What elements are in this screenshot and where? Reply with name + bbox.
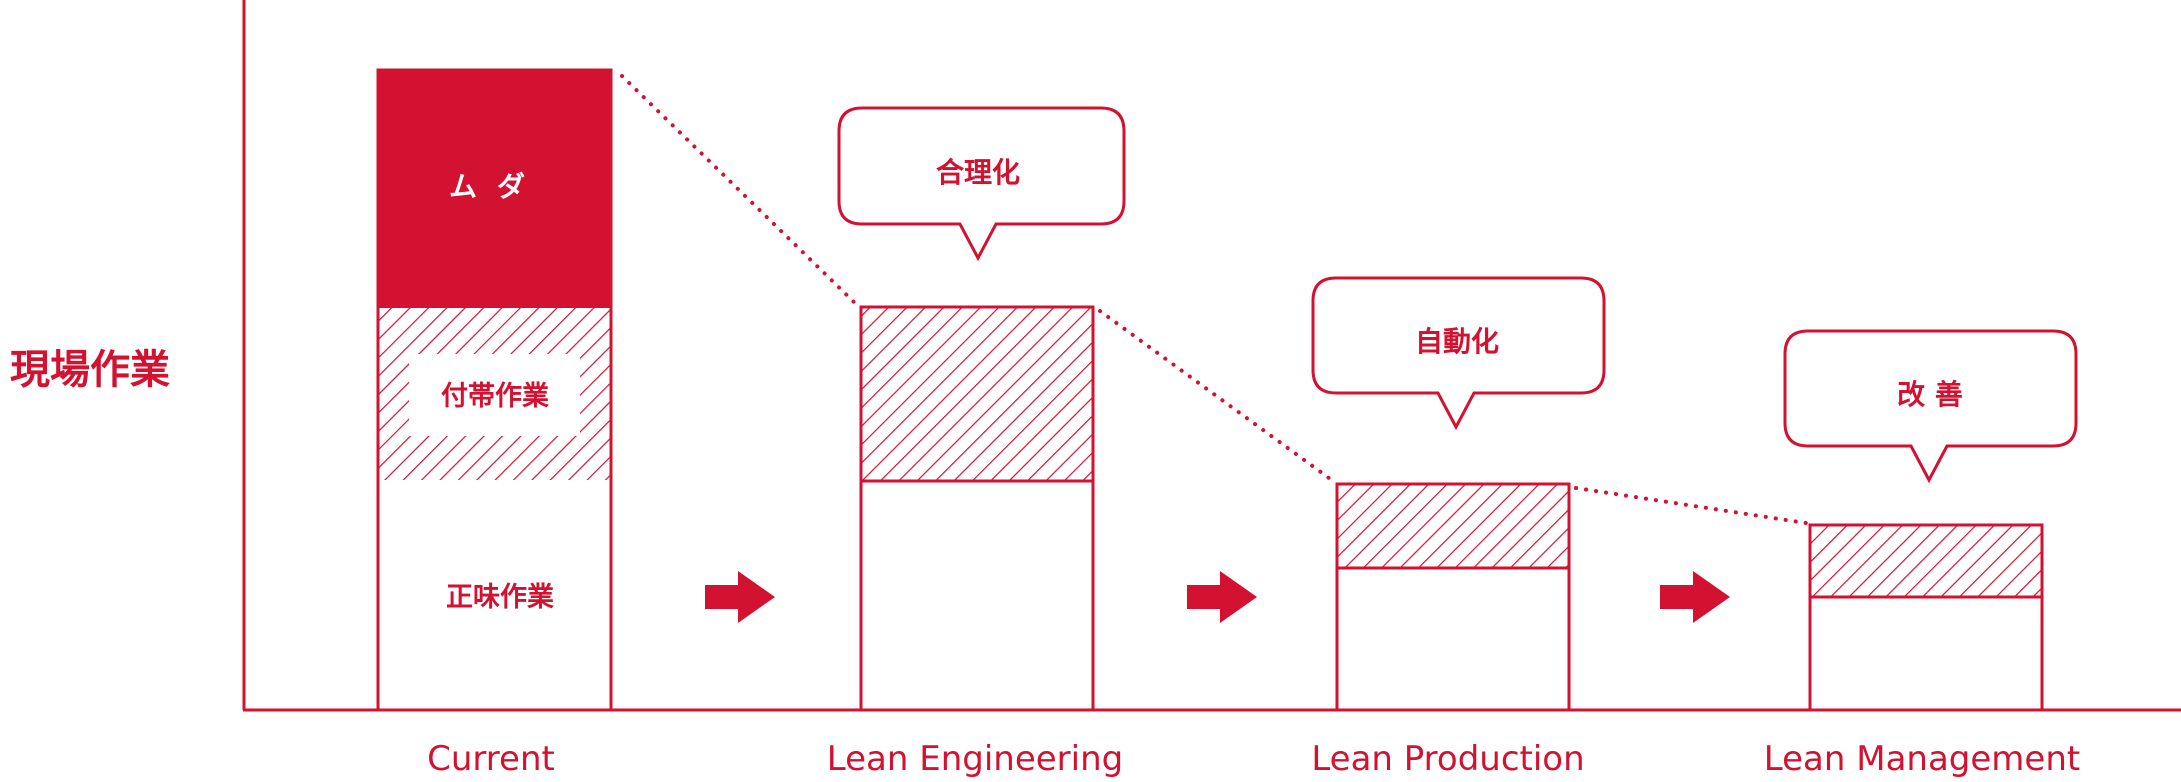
callout-lean-management: 改 善 <box>1783 329 2078 484</box>
bar-current-outline <box>376 68 613 712</box>
right-arrow-icon <box>705 571 775 623</box>
bar-lean-engineering-incidental-segment <box>861 307 1093 481</box>
callout-text-automation: 自動化 <box>1415 325 1499 358</box>
callout-text-rationalization: 合理化 <box>936 156 1020 189</box>
bar-lean-production-outline <box>1335 482 1571 712</box>
connector-1 <box>620 74 859 307</box>
net-work-label: 正味作業 <box>446 582 554 613</box>
bar-lean-management <box>1808 523 2044 712</box>
stage-label-current: Current <box>427 739 555 779</box>
muda-label: ムダ <box>449 170 545 203</box>
bar-lean-engineering-outline <box>859 305 1095 712</box>
callout-text-improvement: 改 善 <box>1897 378 1963 411</box>
right-arrow-icon <box>1660 571 1730 623</box>
callout-lean-production: 自動化 <box>1311 276 1606 431</box>
incidental-work-label: 付帯作業 <box>441 380 549 412</box>
callout-bubble <box>837 106 1126 262</box>
bar-current: ムダ 付帯作業 正味作業 <box>376 68 613 712</box>
bar-current-net-segment <box>378 480 611 710</box>
bar-current-muda-segment <box>378 70 611 308</box>
bar-lean-management-outline <box>1808 523 2044 712</box>
dotted-connectors <box>620 74 1808 525</box>
y-axis-label: 現場作業 <box>10 347 170 393</box>
incidental-label-box <box>409 354 580 436</box>
bar-lean-engineering <box>859 305 1095 712</box>
stage-label-lean-management: Lean Management <box>1764 739 2080 779</box>
stage-label-lean-production: Lean Production <box>1311 739 1584 779</box>
callout-lean-engineering: 合理化 <box>837 106 1126 262</box>
connector-2 <box>1098 309 1335 483</box>
right-arrow-icon <box>1187 571 1257 623</box>
callout-bubble <box>1311 276 1606 431</box>
bar-lean-production <box>1335 482 1571 712</box>
callout-bubble <box>1783 329 2078 484</box>
bar-lean-production-incidental-segment <box>1337 484 1569 568</box>
stage-label-lean-engineering: Lean Engineering <box>827 739 1123 779</box>
connector-3 <box>1574 486 1808 525</box>
bar-lean-management-incidental-segment <box>1810 525 2042 597</box>
